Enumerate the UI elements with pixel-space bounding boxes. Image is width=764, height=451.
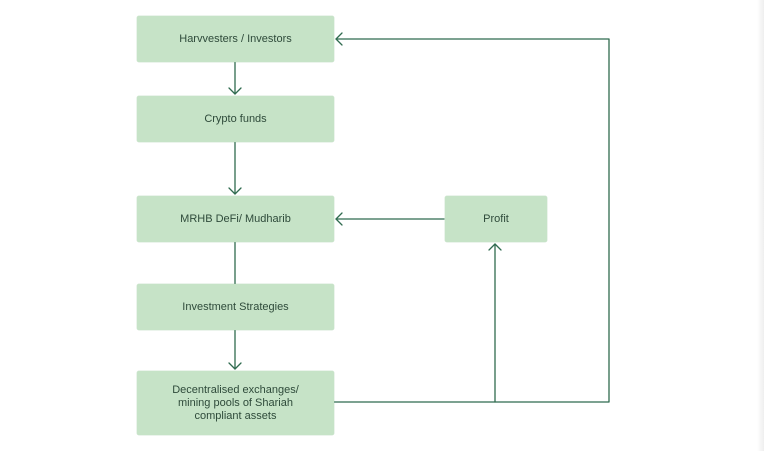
arrowhead-profit	[488, 243, 502, 251]
arrowhead-dex	[228, 362, 242, 370]
node-label: MRHB DeFi/ Mudharib	[180, 212, 291, 225]
node-label: Decentralised exchanges/ mining pools of…	[172, 383, 299, 422]
arrowhead-mrhb-top	[228, 187, 242, 195]
node-investment-strategies: Investment Strategies	[137, 284, 334, 330]
node-decentralised-exchanges: Decentralised exchanges/ mining pools of…	[137, 371, 334, 435]
node-mrhb-defi-mudharib: MRHB DeFi/ Mudharib	[137, 196, 334, 242]
arrowhead-crypto-funds	[228, 87, 242, 95]
arrow-dex-loop-to-harvesters	[333, 38, 610, 403]
arrowhead-harvesters	[335, 32, 343, 46]
node-label: Crypto funds	[204, 112, 267, 125]
scroll-edge-shadow	[757, 0, 764, 451]
node-label: Investment Strategies	[182, 300, 289, 313]
arrowhead-mrhb-right	[335, 212, 343, 226]
node-profit: Profit	[445, 196, 547, 242]
node-crypto-funds: Crypto funds	[137, 96, 334, 142]
node-label: Profit	[483, 212, 509, 225]
node-harvesters-investors: Harvvesters / Investors	[137, 16, 334, 62]
node-label: Harvvesters / Investors	[179, 32, 292, 45]
